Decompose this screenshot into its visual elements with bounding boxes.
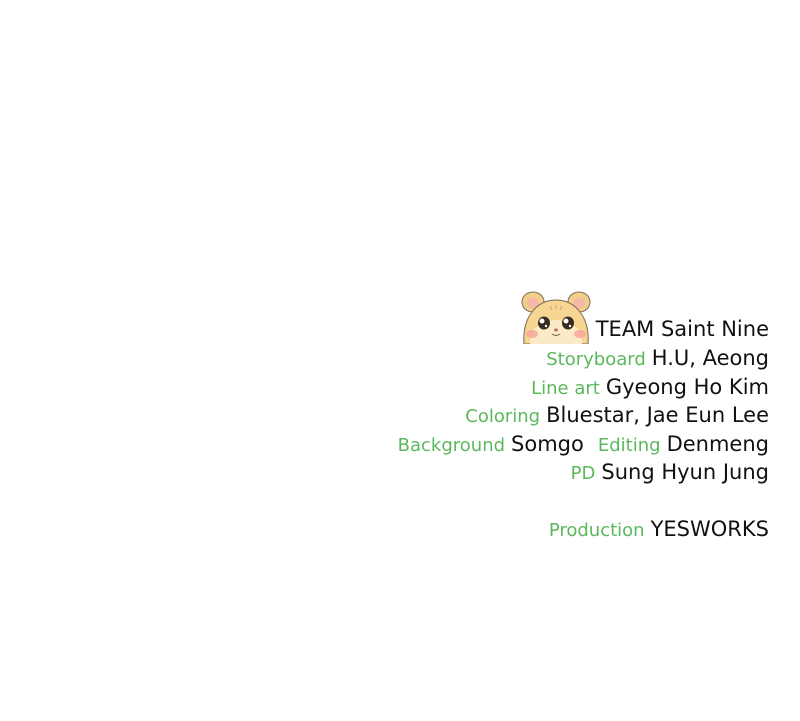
credit-name-line-art: Gyeong Ho Kim: [605, 374, 769, 399]
role-label-editing: Editing: [597, 434, 661, 456]
role-label-coloring: Coloring: [465, 406, 541, 427]
credit-row-background-editing: Background Somgo Editing Denmeng: [398, 430, 769, 459]
role-label-storyboard: Storyboard: [546, 349, 646, 370]
role-label-background: Background: [397, 434, 506, 456]
hamster-icon: [521, 291, 591, 344]
credit-name-production: YESWORKS: [650, 516, 769, 541]
credit-row-production: Production YESWORKS: [549, 515, 769, 544]
credit-row-pd: PD Sung Hyun Jung: [571, 458, 769, 487]
credit-name-coloring: Bluestar, Jae Eun Lee: [546, 403, 769, 427]
credit-name-editing: Denmeng: [666, 431, 769, 456]
credit-name-pd: Sung Hyun Jung: [601, 460, 769, 484]
role-label-production: Production: [548, 519, 645, 541]
credit-name-background: Somgo: [511, 431, 584, 456]
role-label-pd: PD: [570, 463, 596, 484]
credits-block: TEAM Saint Nine Storyboard H.U, Aeong Li…: [398, 290, 769, 543]
role-label-line-art: Line art: [531, 377, 600, 399]
team-row: TEAM Saint Nine: [516, 290, 769, 344]
credit-name-storyboard: H.U, Aeong: [651, 346, 769, 370]
credit-row-line-art: Line art Gyeong Ho Kim: [531, 373, 769, 402]
team-title: TEAM Saint Nine: [595, 317, 769, 341]
credit-row-storyboard: Storyboard H.U, Aeong: [546, 344, 769, 373]
credit-row-coloring: Coloring Bluestar, Jae Eun Lee: [465, 401, 769, 430]
